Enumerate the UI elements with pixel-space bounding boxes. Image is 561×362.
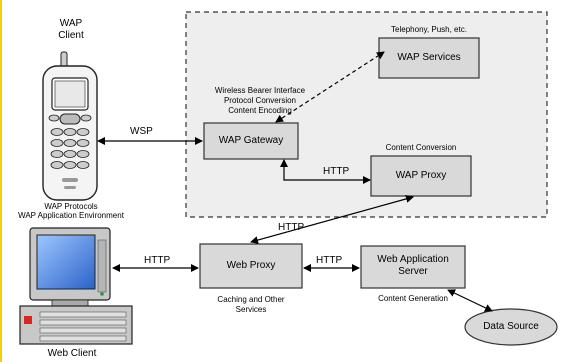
mobile-phone-icon: [42, 51, 98, 201]
services-note: Telephony, Push, etc.: [391, 25, 467, 34]
web-proxy-note-line1: Caching and Other: [217, 295, 285, 304]
wap-client-label-line1: WAP: [59, 18, 83, 29]
wap-gateway-title: WAP Gateway: [218, 135, 284, 146]
web-app-server-note: Content Generation: [378, 294, 448, 303]
wsp-connector-label: WSP: [130, 126, 153, 137]
wap-gateway-box: [203, 122, 299, 160]
data-source-ellipse: [464, 308, 558, 346]
web-client-label: Web Client: [47, 348, 97, 359]
gateway-services-connector: [275, 51, 385, 123]
wap-proxy-box: [370, 155, 472, 197]
web-app-server-title-line2: Server: [398, 266, 428, 277]
web-proxy-box: [199, 243, 303, 289]
web-app-server-title-line1: Web Application: [377, 254, 449, 265]
webproxy-webapp-http-label: HTTP: [316, 255, 343, 266]
gateway-note-protocol: Protocol Conversion: [223, 96, 297, 105]
wap-protocols-label: WAP Protocols: [44, 202, 98, 211]
webclient-http-label: HTTP: [144, 255, 171, 266]
wap-client-label-line2: Client: [58, 30, 84, 41]
webapp-datasource-connector: [447, 289, 493, 312]
proxy-webproxy-connector: [250, 195, 414, 244]
wap-services-box: [378, 37, 480, 79]
web-proxy-note-line2: Services: [235, 305, 267, 314]
desktop-computer-icon: [19, 227, 133, 345]
proxy-webproxy-http-label: HTTP: [278, 222, 305, 233]
gateway-proxy-http-label: HTTP: [323, 166, 350, 177]
web-proxy-title: Web Proxy: [226, 260, 276, 271]
gateway-proxy-connector: [280, 159, 371, 184]
wap-proxy-title: WAP Proxy: [395, 170, 447, 181]
wap-app-environment-label: WAP Application Environment: [18, 211, 124, 220]
proxy-note: Content Conversion: [385, 143, 457, 152]
gateway-note-bearer: Wireless Bearer Interface: [214, 86, 306, 95]
web-app-server-box: [360, 245, 466, 289]
left-edge-rule: [0, 0, 2, 362]
wap-services-title: WAP Services: [397, 52, 461, 63]
gateway-note-encoding: Content Encoding: [228, 106, 292, 115]
data-source-label: Data Source: [483, 321, 539, 332]
